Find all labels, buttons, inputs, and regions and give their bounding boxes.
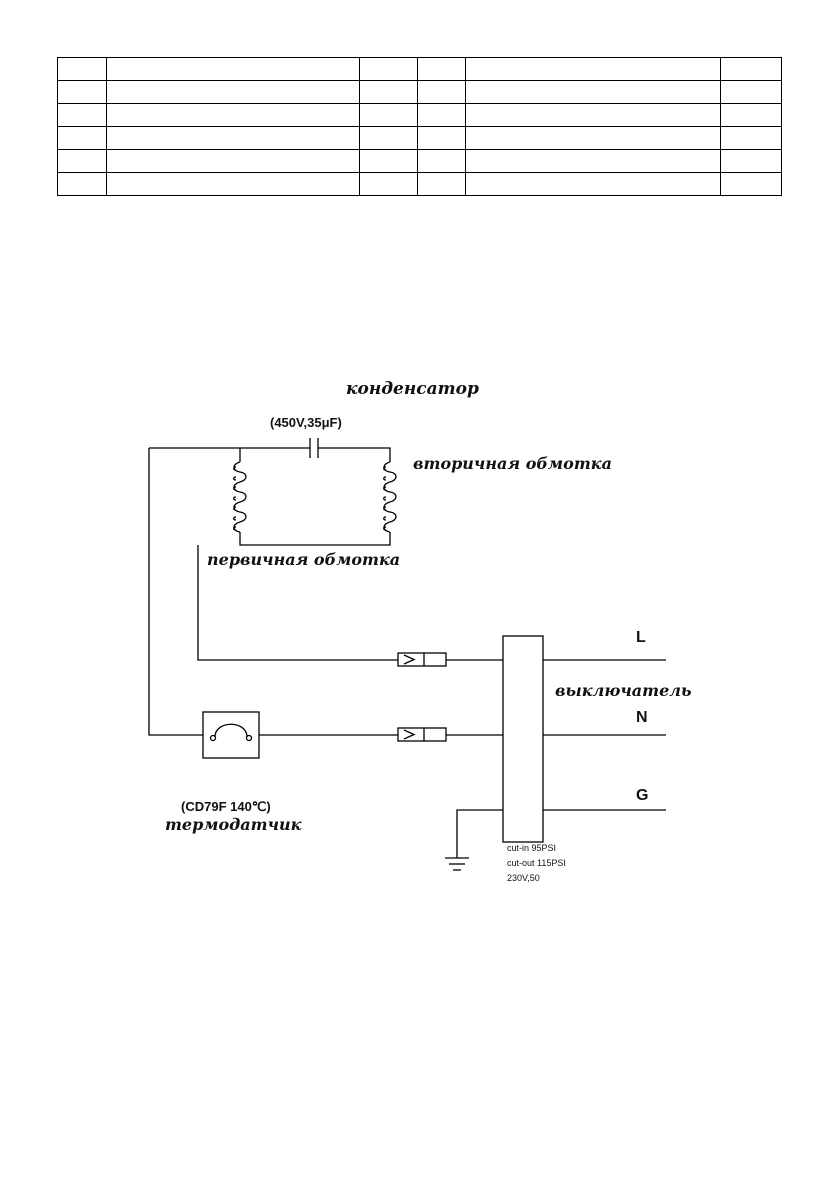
table-cell bbox=[720, 80, 782, 104]
connector-n-icon bbox=[397, 727, 447, 742]
switch-spec: cut-in 95PSI cut-out 115PSI 230V,50 bbox=[507, 843, 566, 883]
switch-label: выключатель bbox=[555, 681, 692, 700]
table-cell bbox=[720, 57, 782, 81]
primary-winding-label: первичная обмотка bbox=[207, 550, 400, 569]
table-cell bbox=[417, 149, 466, 173]
secondary-winding-label: вторичная обмотка bbox=[413, 454, 612, 473]
table-cell bbox=[720, 172, 782, 196]
thermostat-model-label: (CD79F 140℃) bbox=[181, 799, 271, 814]
table-cell bbox=[106, 172, 360, 196]
top-wire bbox=[149, 447, 391, 462]
table-cell bbox=[106, 103, 360, 127]
ground-wire bbox=[456, 809, 503, 858]
capacitor-rating: (450V,35μF) bbox=[270, 415, 342, 430]
terminal-n-label: N bbox=[636, 709, 648, 726]
table-cell bbox=[57, 103, 107, 127]
ground-icon bbox=[445, 857, 469, 871]
thermostat-icon bbox=[202, 711, 260, 759]
table-cell bbox=[465, 149, 721, 173]
primary-coil-icon bbox=[233, 461, 247, 533]
pressure-switch-box bbox=[502, 635, 544, 843]
table-row bbox=[57, 149, 782, 173]
terminal-g-label: G bbox=[636, 787, 648, 804]
table-cell bbox=[57, 172, 107, 196]
table-row bbox=[57, 126, 782, 150]
terminal-wires bbox=[543, 659, 666, 811]
capacitor-title: конденсатор bbox=[346, 379, 479, 399]
table-row bbox=[57, 80, 782, 104]
secondary-coil-icon bbox=[383, 461, 397, 533]
table-cell bbox=[359, 57, 418, 81]
terminal-l-label: L bbox=[636, 629, 646, 646]
left-outer-wire bbox=[148, 448, 203, 736]
connector-l-icon bbox=[397, 652, 447, 667]
capacitor-icon bbox=[309, 438, 319, 458]
table-cell bbox=[57, 126, 107, 150]
empty-grid-table bbox=[57, 57, 782, 196]
primary-return-wire bbox=[197, 545, 503, 661]
table-cell bbox=[465, 80, 721, 104]
switch-spec-cut-in: cut-in 95PSI bbox=[507, 843, 556, 853]
left-coil-wires bbox=[239, 448, 391, 546]
table-cell bbox=[359, 80, 418, 104]
table-cell bbox=[417, 103, 466, 127]
switch-spec-cut-out: cut-out 115PSI bbox=[507, 858, 566, 868]
table-cell bbox=[106, 149, 360, 173]
thermostat-label: термодатчик bbox=[165, 815, 302, 834]
switch-spec-voltage: 230V,50 bbox=[507, 873, 540, 883]
table-row bbox=[57, 172, 782, 196]
